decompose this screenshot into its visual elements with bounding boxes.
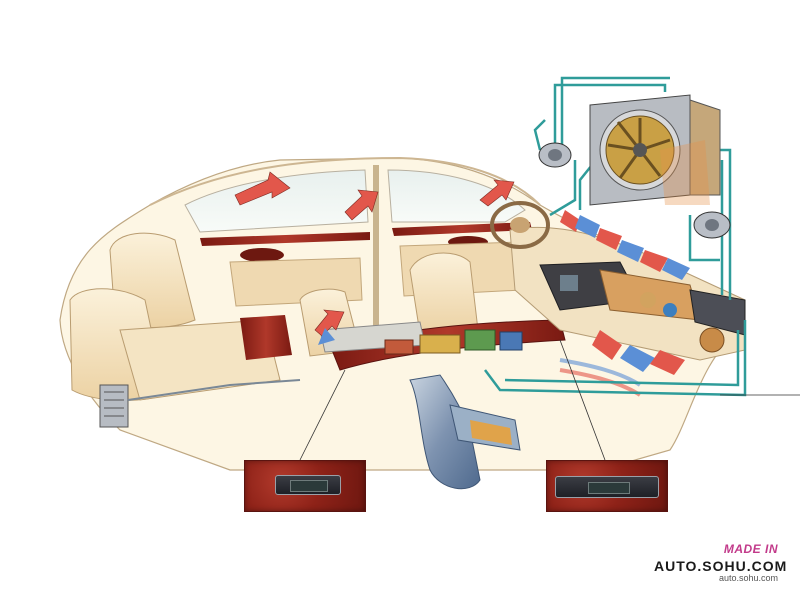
rear-seats	[69, 232, 292, 401]
front-climate-display	[588, 482, 630, 494]
front-climate-panel	[546, 460, 668, 512]
refrigerant-lines	[484, 76, 747, 397]
radiator-fan-assembly	[589, 94, 721, 206]
airflow-arrows	[234, 171, 690, 397]
rear-climate-panel	[244, 460, 366, 512]
compressor-left	[538, 142, 572, 168]
steering-wheel	[490, 201, 550, 249]
watermark-logo: MADE IN	[723, 542, 778, 556]
watermark: MADE IN AUTO.SOHU.COM auto.sohu.com	[646, 540, 796, 592]
compressor-right	[693, 211, 731, 239]
console-components	[384, 329, 523, 355]
dashboard	[509, 226, 746, 361]
rear-climate-display	[290, 480, 328, 492]
rear-ac-module	[99, 379, 301, 428]
front-climate-control-unit[interactable]	[555, 476, 659, 498]
rear-floor-duct	[409, 374, 521, 490]
rear-climate-control-unit[interactable]	[275, 475, 341, 495]
watermark-url: auto.sohu.com	[718, 573, 778, 583]
watermark-brand: AUTO.SOHU.COM	[654, 558, 788, 574]
callout-lines	[299, 339, 800, 461]
